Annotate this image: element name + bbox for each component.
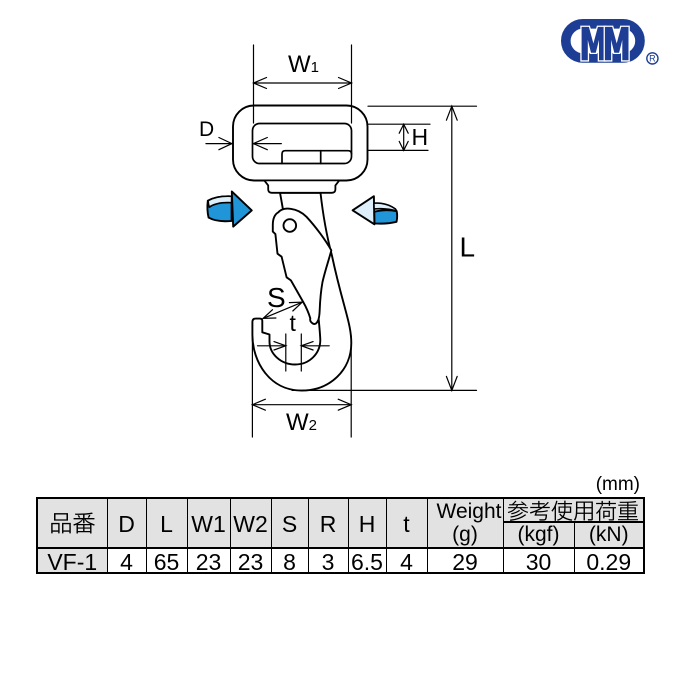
rotate-arrow-left-icon (206, 190, 253, 228)
arrowhead (445, 375, 458, 393)
shape-path (73, 512, 95, 534)
spec-table: 品番 D L W1 W2 S R H t Weight(g) 参考使用荷重 (k… (36, 497, 645, 574)
col-header-part-no: 品番 (36, 497, 108, 549)
cell-w2: 23 (229, 547, 272, 574)
working-load-kanji (508, 500, 639, 520)
arrowhead (398, 140, 409, 152)
weight-header-line2: (g) (452, 523, 478, 546)
shape-path (580, 25, 607, 62)
gate-pivot-hole (282, 218, 298, 233)
col-header-kgf: (kgf) (502, 521, 575, 549)
cell-s: 8 (270, 547, 309, 574)
arrowhead (218, 136, 234, 151)
mm-logo: R (560, 18, 659, 65)
label-d: D (199, 118, 214, 141)
weight-header-line1: Weight (436, 500, 502, 523)
dimension-labels: W1 D H L S t W2 (199, 51, 475, 436)
dim-l (291, 104, 478, 393)
arrowhead (445, 104, 458, 121)
cell-weight: 29 (426, 547, 504, 574)
shape-path (230, 190, 253, 228)
arrowhead (251, 76, 268, 90)
cell-load-kn: 0.29 (573, 547, 645, 574)
swivel-collar (263, 179, 341, 194)
arrowhead (273, 341, 288, 351)
shape-path (373, 209, 399, 225)
arrowhead (337, 398, 353, 411)
dim-w2 (250, 321, 353, 438)
cell-r: 3 (307, 547, 349, 574)
arrowhead (398, 122, 409, 134)
arrowhead (288, 301, 304, 312)
hook-eye-tab (281, 149, 353, 165)
col-header-r: R (307, 497, 349, 549)
part-no-header-text: 品番 (72, 536, 73, 537)
col-header-kn: (kN) (573, 521, 645, 549)
arrowhead (337, 76, 354, 90)
col-header-s: S (270, 497, 309, 549)
label-h: H (412, 124, 429, 150)
cell-l: 65 (145, 547, 188, 574)
cell-d: 4 (106, 547, 147, 574)
col-header-w1: W1 (186, 497, 231, 549)
logo-mm-letters (580, 25, 630, 62)
col-header-d: D (106, 497, 147, 549)
text-span: W (286, 409, 309, 436)
shape-path (530, 500, 551, 520)
snap-hook-figure (232, 104, 369, 392)
dim-w1 (251, 44, 354, 124)
shape-path (50, 513, 71, 534)
label-l: L (460, 232, 476, 263)
part-no-kanji (50, 512, 95, 534)
dimension-line (262, 301, 303, 319)
dim-t (256, 333, 330, 372)
label-w1: W1 (288, 51, 319, 78)
arrowhead (251, 136, 268, 151)
shape-path (551, 500, 573, 520)
col-header-h: H (347, 497, 387, 549)
label-t: t (290, 310, 297, 336)
dimension-lines (205, 44, 478, 438)
shape-path (207, 195, 233, 208)
label-s: S (267, 282, 286, 313)
table-header-row: 品番 D L W1 W2 S R H t Weight(g) 参考使用荷重 (36, 497, 645, 549)
swivel-arrows (206, 190, 399, 228)
dim-d (205, 136, 282, 151)
registered-mark-r: R (649, 54, 656, 64)
arrowhead (261, 309, 277, 320)
registered-mark-circle (646, 52, 659, 65)
cell-part-no: VF-1 (36, 547, 108, 574)
col-header-t: t (385, 497, 428, 549)
shape-path (508, 500, 529, 520)
arrowhead (250, 398, 266, 411)
cell-t: 4 (385, 547, 428, 574)
table-row: VF-1 4 65 23 23 8 3 6.5 4 29 30 0.29 (36, 547, 645, 574)
arrowhead (299, 341, 314, 351)
cell-load-kgf: 30 (502, 547, 575, 574)
col-header-weight: Weight(g) (426, 497, 504, 549)
dim-h (367, 122, 431, 152)
shape-path (574, 501, 594, 520)
cell-w1: 23 (186, 547, 231, 574)
text-span: 1 (311, 59, 319, 76)
col-header-w2: W2 (229, 497, 272, 549)
unit-note: (mm) (595, 474, 640, 495)
col-header-l: L (145, 497, 188, 549)
text-span: W (288, 51, 311, 78)
shape-path (618, 501, 639, 520)
text-span: 2 (309, 417, 317, 434)
table-subheader-row: (kgf) (kN) (37, 521, 645, 549)
col-header-working-load: 参考使用荷重 (502, 497, 645, 523)
dim-s (261, 301, 304, 320)
label-w2: W2 (286, 409, 317, 436)
rotate-arrow-right-icon (351, 195, 399, 226)
spec-table-body: 品番 D L W1 W2 S R H t Weight(g) 参考使用荷重 (k… (36, 497, 645, 574)
cell-h: 6.5 (347, 547, 387, 574)
shape-path (351, 195, 376, 226)
shape-path (603, 25, 630, 62)
shape-path (596, 500, 617, 520)
